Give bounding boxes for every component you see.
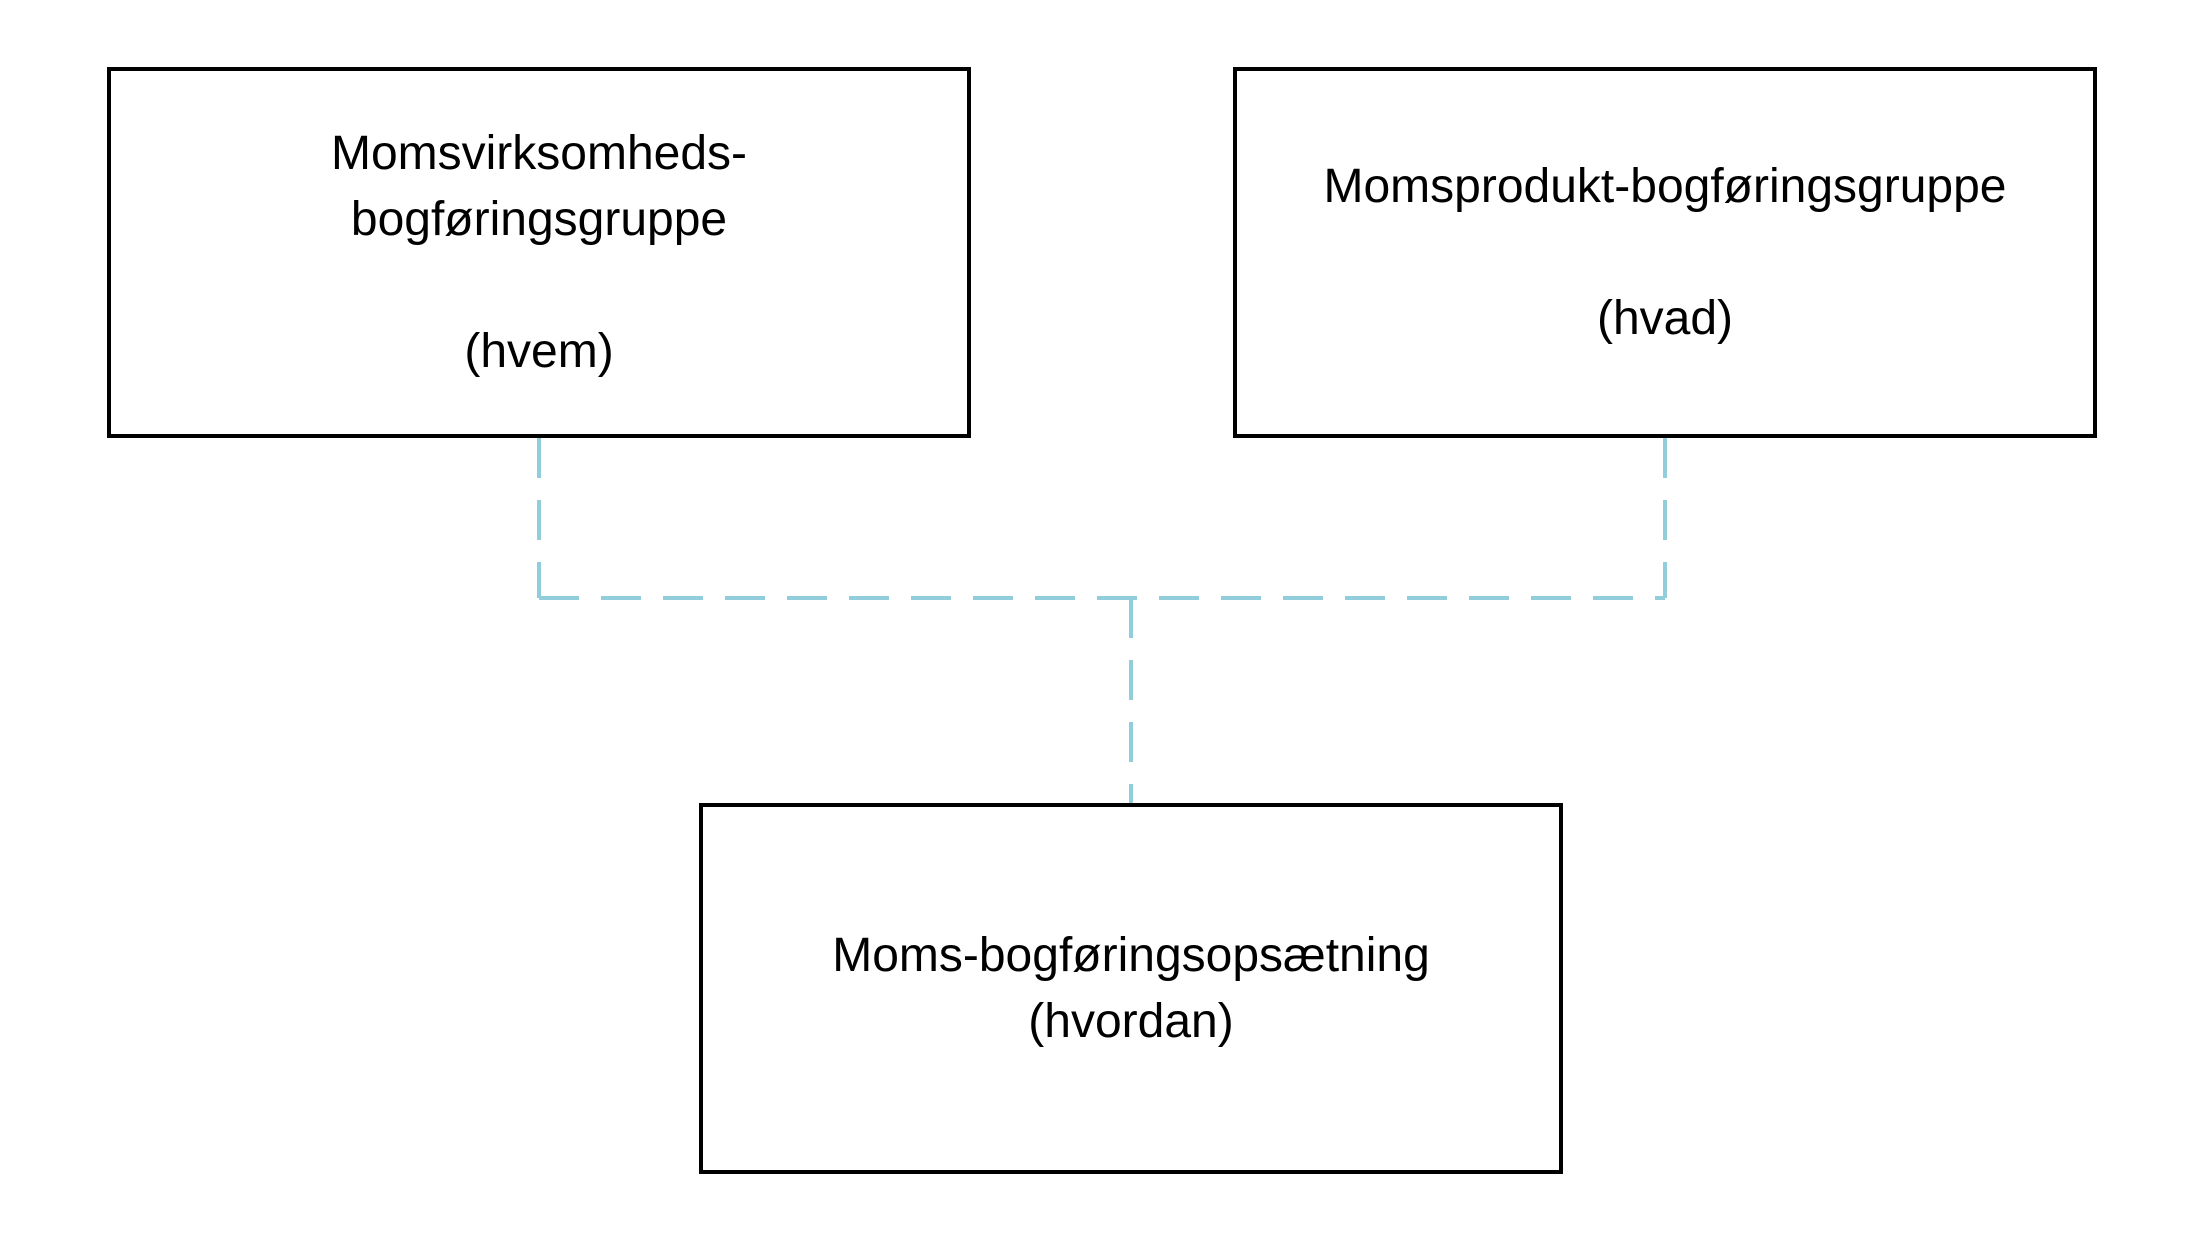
product-posting-group-title: Momsprodukt-bogføringsgruppe bbox=[1323, 159, 2007, 213]
product-posting-group-box: Momsprodukt-bogføringsgruppe (hvad) bbox=[1233, 67, 2097, 438]
business-posting-group-title-line1: Momsvirksomheds- bbox=[330, 126, 748, 180]
business-posting-group-box: Momsvirksomheds- bogføringsgruppe (hvem) bbox=[107, 67, 971, 438]
posting-setup-title: Moms-bogføringsopsætning bbox=[832, 928, 1430, 982]
business-posting-group-title-line2: bogføringsgruppe bbox=[350, 192, 728, 246]
posting-setup-role: (hvordan) bbox=[1028, 994, 1234, 1048]
business-posting-group-role: (hvem) bbox=[464, 324, 614, 378]
posting-setup-box: Moms-bogføringsopsætning (hvordan) bbox=[699, 803, 1563, 1174]
product-posting-group-role: (hvad) bbox=[1596, 291, 1734, 345]
